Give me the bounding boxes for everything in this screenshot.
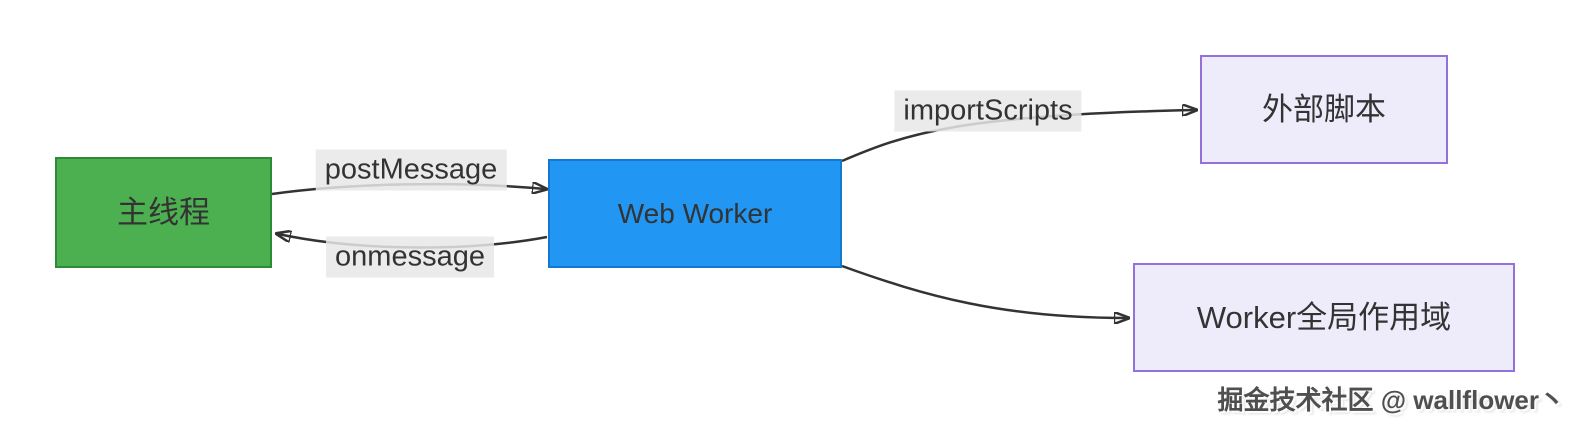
node-web-worker-label: Web Worker — [617, 197, 773, 229]
node-external-script: 外部脚本 — [1200, 55, 1448, 164]
edge-label-postmessage: postMessage — [315, 149, 507, 191]
node-main-thread: 主线程 — [55, 157, 272, 268]
node-external-script-label: 外部脚本 — [1262, 91, 1386, 127]
edge-label-importscripts: importScripts — [894, 90, 1082, 132]
edge-label-onmessage: onmessage — [326, 236, 494, 278]
node-main-thread-label: 主线程 — [117, 194, 210, 230]
node-worker-global-scope: Worker全局作用域 — [1133, 263, 1515, 372]
node-web-worker: Web Worker — [548, 159, 842, 268]
watermark: 掘金技术社区 @ wallflower丶 — [1217, 385, 1566, 415]
edge-worker-scope-arrow — [841, 264, 1127, 318]
node-worker-global-scope-label: Worker全局作用域 — [1196, 299, 1452, 335]
